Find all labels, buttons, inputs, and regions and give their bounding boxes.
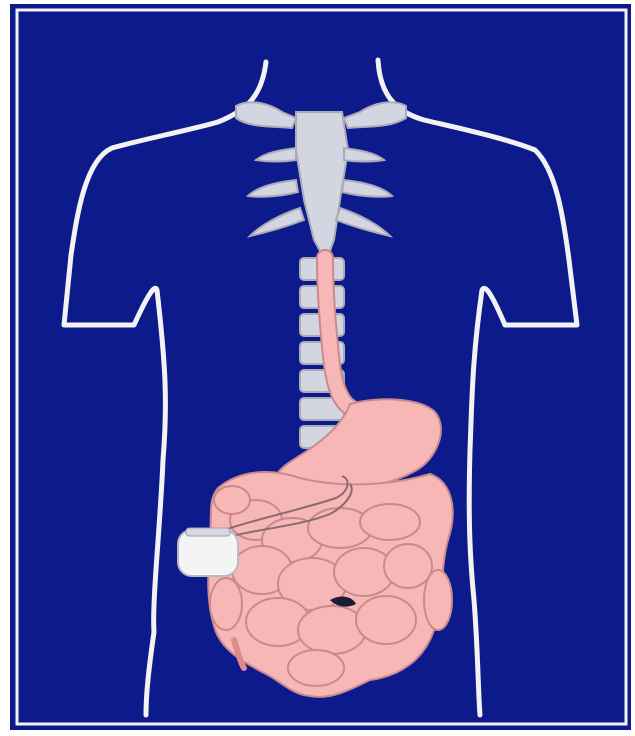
implanted-device-icon [178, 528, 238, 576]
